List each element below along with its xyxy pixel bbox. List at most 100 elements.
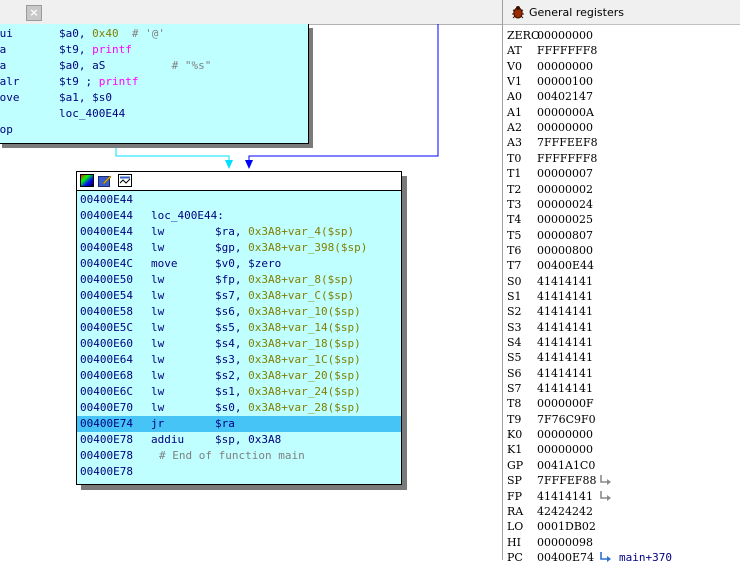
register-value[interactable]: 00000807 [537, 228, 593, 242]
code-line[interactable]: lui$a0, 0x40 # '@' [0, 26, 308, 42]
register-value[interactable]: 00000000 [537, 443, 593, 457]
register-value[interactable]: 7FFFEF88 [537, 474, 597, 488]
code-line[interactable]: 00400E78 [77, 464, 401, 480]
code-line[interactable]: la$t9, printf [0, 42, 308, 58]
register-value[interactable]: 00400E74 [537, 550, 595, 564]
register-value[interactable]: 00000000 [537, 121, 593, 135]
jump-arrow-icon[interactable] [599, 474, 613, 486]
register-value[interactable]: 41414141 [537, 366, 593, 380]
register-value[interactable]: 41414141 [537, 274, 593, 288]
register-value[interactable]: 00400E44 [537, 259, 595, 273]
register-value[interactable]: 0000000F [537, 397, 594, 411]
register-value[interactable]: 41414141 [537, 289, 593, 303]
register-value[interactable]: 00000007 [537, 167, 593, 181]
code-line[interactable]: nop [0, 122, 308, 138]
jump-arrow-icon[interactable] [599, 490, 613, 502]
register-symbol-label[interactable]: main+370 [619, 550, 672, 564]
code-line[interactable]: 00400E78 # End of function main [77, 448, 401, 464]
register-value[interactable]: 0001DB02 [537, 520, 596, 534]
register-value[interactable]: 41414141 [537, 351, 593, 365]
color-palette-icon[interactable] [80, 174, 94, 187]
graph-view[interactable]: × lui$a0, 0x40 # '@'la$t9, printfla$a0, … [0, 0, 502, 560]
register-value[interactable]: 00000100 [537, 75, 593, 89]
register-value[interactable]: 7F76C9F0 [537, 412, 596, 426]
register-value[interactable]: 41414141 [537, 305, 593, 319]
register-value[interactable]: 00000098 [537, 535, 593, 549]
register-value[interactable]: 41414141 [537, 336, 593, 349]
register-value[interactable]: 41414141 [537, 382, 593, 396]
register-value[interactable]: 00000024 [537, 197, 593, 211]
code-line[interactable]: 00400E44 [77, 192, 401, 208]
register-value[interactable]: 00000000 [537, 59, 593, 73]
register-value[interactable]: 00000000 [537, 29, 593, 42]
register-value[interactable]: FFFFFFF8 [537, 151, 598, 165]
code-line[interactable]: bloc_400E44 [0, 106, 308, 122]
register-value[interactable]: FFFFFFF8 [537, 44, 598, 58]
graph-overview-icon[interactable] [118, 174, 132, 187]
register-value[interactable]: 00402147 [537, 90, 593, 104]
register-value[interactable]: 00000000 [537, 428, 593, 442]
register-value[interactable]: 0000000A [537, 105, 594, 119]
register-value[interactable]: 00000025 [537, 213, 593, 227]
register-value[interactable]: 42424242 [537, 504, 593, 518]
register-value[interactable]: 0041A1C0 [537, 458, 596, 472]
register-value[interactable]: 00000002 [537, 182, 593, 196]
code-line[interactable]: la$a0, aS # "%s" [0, 58, 308, 74]
code-line[interactable]: move$a1, $s0 [0, 90, 308, 106]
rename-icon[interactable] [98, 174, 112, 187]
register-value[interactable]: 7FFFEEF8 [537, 136, 598, 150]
register-value[interactable]: 41414141 [537, 320, 593, 334]
register-value[interactable]: 00000800 [537, 243, 593, 257]
close-icon[interactable]: × [26, 5, 42, 21]
